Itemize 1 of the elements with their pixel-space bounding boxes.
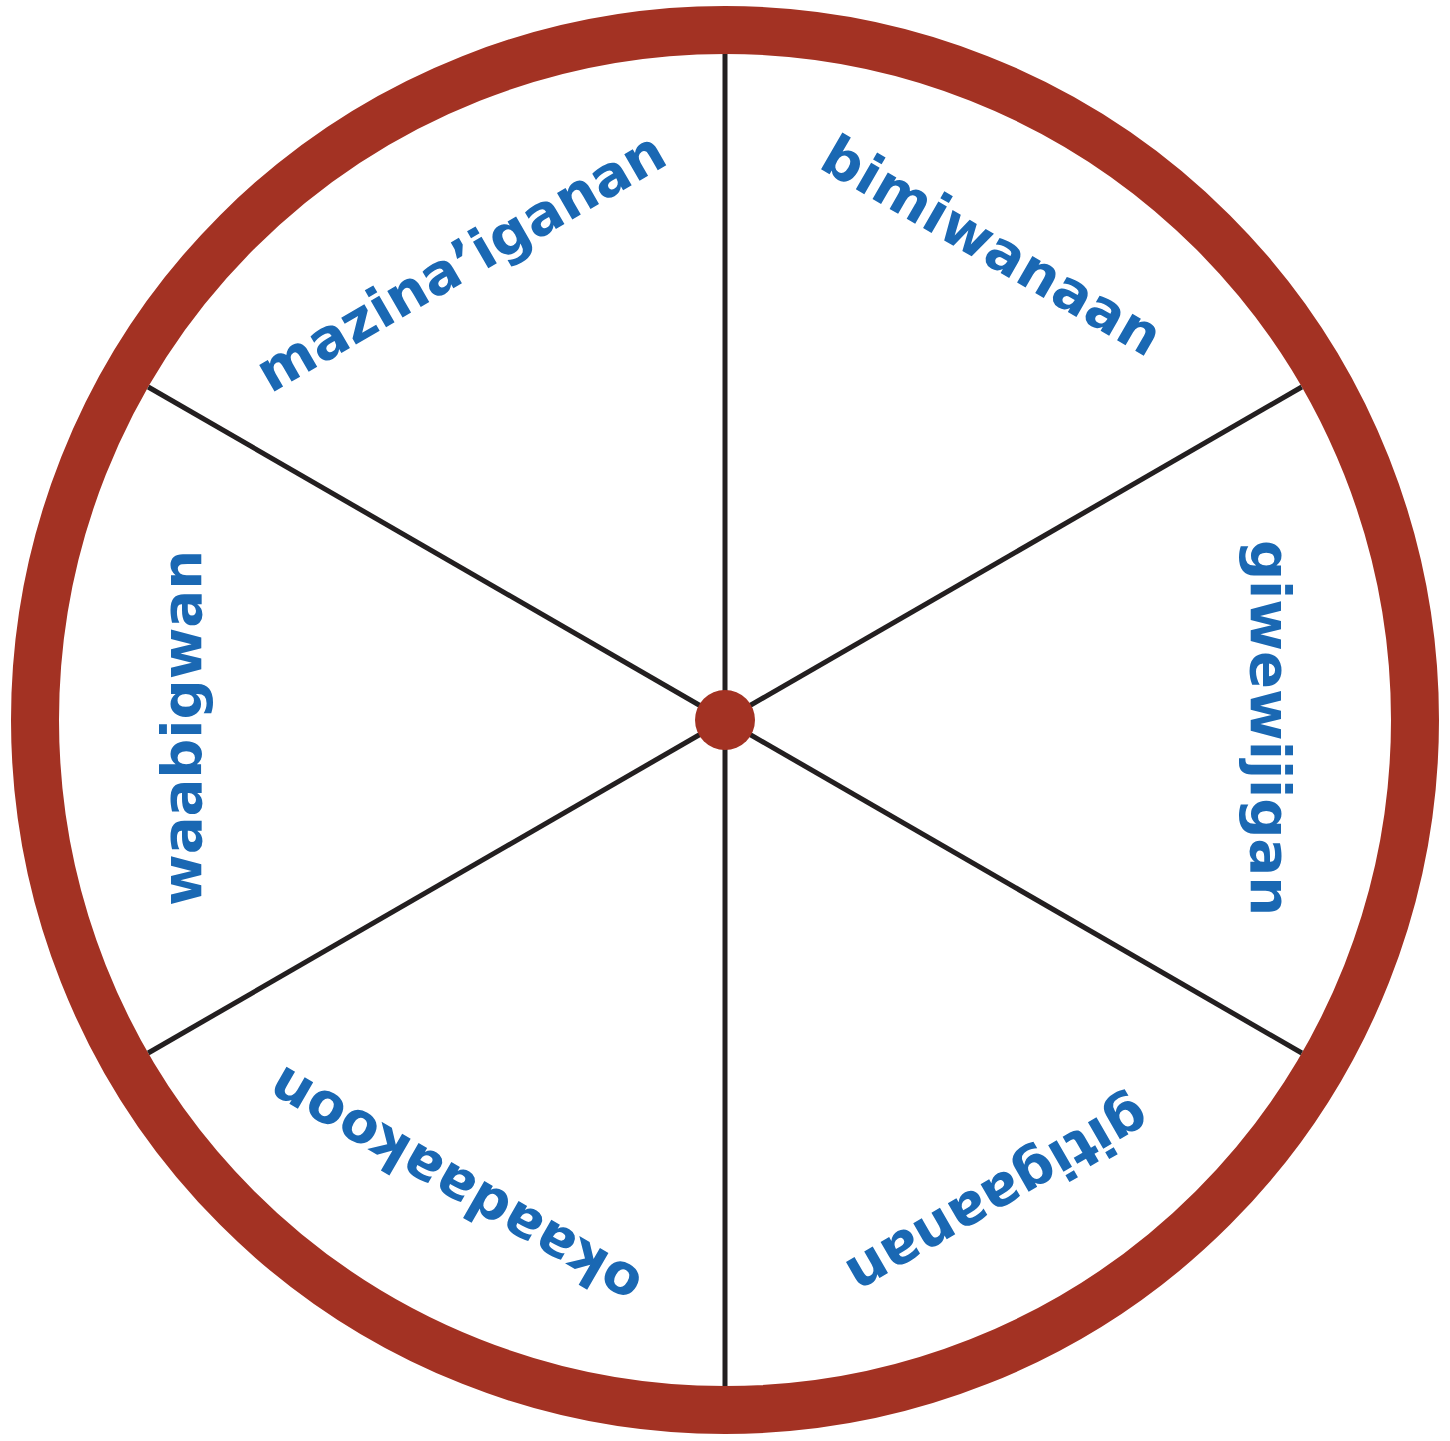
sector-label: waabigwan bbox=[154, 549, 211, 907]
